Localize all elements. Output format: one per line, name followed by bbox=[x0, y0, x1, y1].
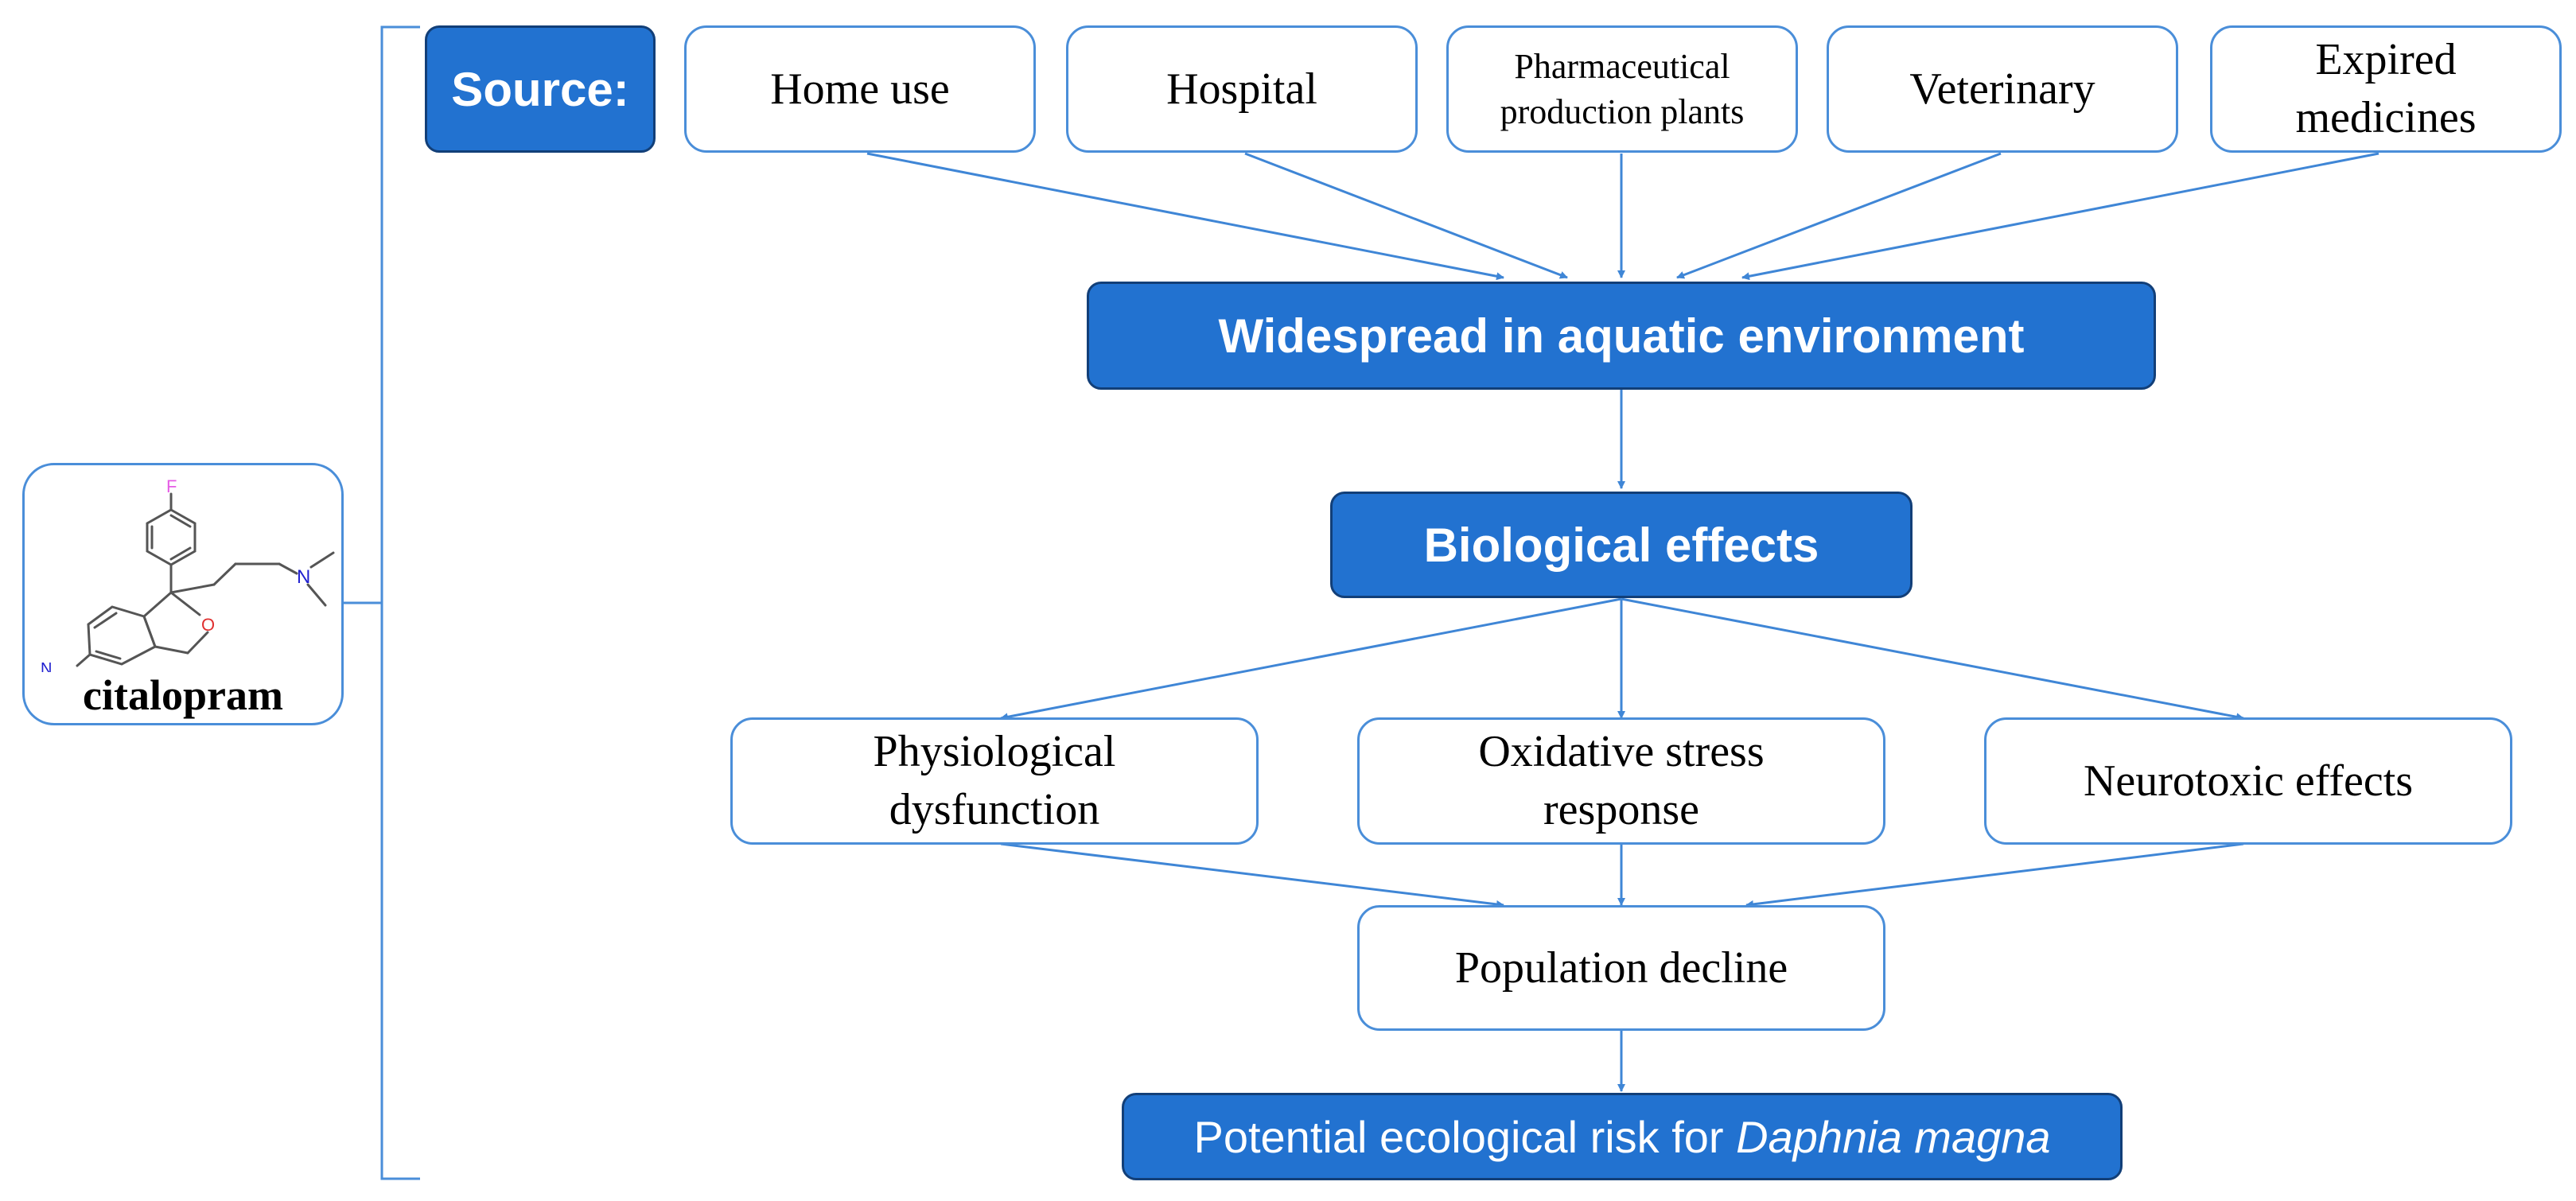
citalopram-structure-box: F N O N citalopram bbox=[22, 463, 344, 725]
oxygen-atom: O bbox=[201, 615, 215, 635]
fluorine-atom: F bbox=[166, 476, 177, 496]
source-home-use: Home use bbox=[684, 25, 1036, 153]
effect-physiological-dysfunction: Physiological dysfunction bbox=[730, 717, 1259, 845]
ecological-risk-box: Potential ecological risk for Daphnia ma… bbox=[1122, 1093, 2123, 1180]
source-pharmaceutical-plants: Pharmaceutical production plants bbox=[1446, 25, 1798, 153]
arrow-neuro-pop bbox=[1745, 842, 2244, 908]
effect-oxidative-stress: Oxidative stress response bbox=[1357, 717, 1885, 845]
nitrile-nitrogen-atom: N bbox=[41, 660, 52, 672]
population-decline-box: Population decline bbox=[1357, 905, 1885, 1031]
arrow-expired bbox=[1741, 152, 2379, 281]
grouping-bracket bbox=[344, 25, 420, 1180]
source-veterinary: Veterinary bbox=[1827, 25, 2178, 153]
biological-effects-box: Biological effects bbox=[1330, 492, 1913, 598]
compound-name: citalopram bbox=[83, 671, 283, 719]
aquatic-environment-box: Widespread in aquatic environment bbox=[1087, 282, 2156, 390]
arrow-hospital bbox=[1244, 152, 1568, 279]
source-hospital: Hospital bbox=[1066, 25, 1418, 153]
source-label: Source: bbox=[425, 25, 656, 153]
amine-nitrogen-atom: N bbox=[297, 566, 310, 588]
arrow-bio-neuro bbox=[1621, 597, 2244, 721]
risk-prefix: Potential ecological risk for bbox=[1193, 1111, 1737, 1162]
arrow-veterinary bbox=[1676, 152, 2002, 279]
arrow-home-use bbox=[866, 152, 1504, 281]
risk-species: Daphnia magna bbox=[1736, 1111, 2051, 1162]
arrow-bio-physio bbox=[1000, 597, 1622, 721]
citalopram-molecule-icon: F N O N bbox=[41, 476, 335, 672]
effect-neurotoxic: Neurotoxic effects bbox=[1984, 717, 2512, 845]
source-expired-medicines: Expired medicines bbox=[2210, 25, 2562, 153]
arrow-physio-pop bbox=[1000, 842, 1504, 908]
